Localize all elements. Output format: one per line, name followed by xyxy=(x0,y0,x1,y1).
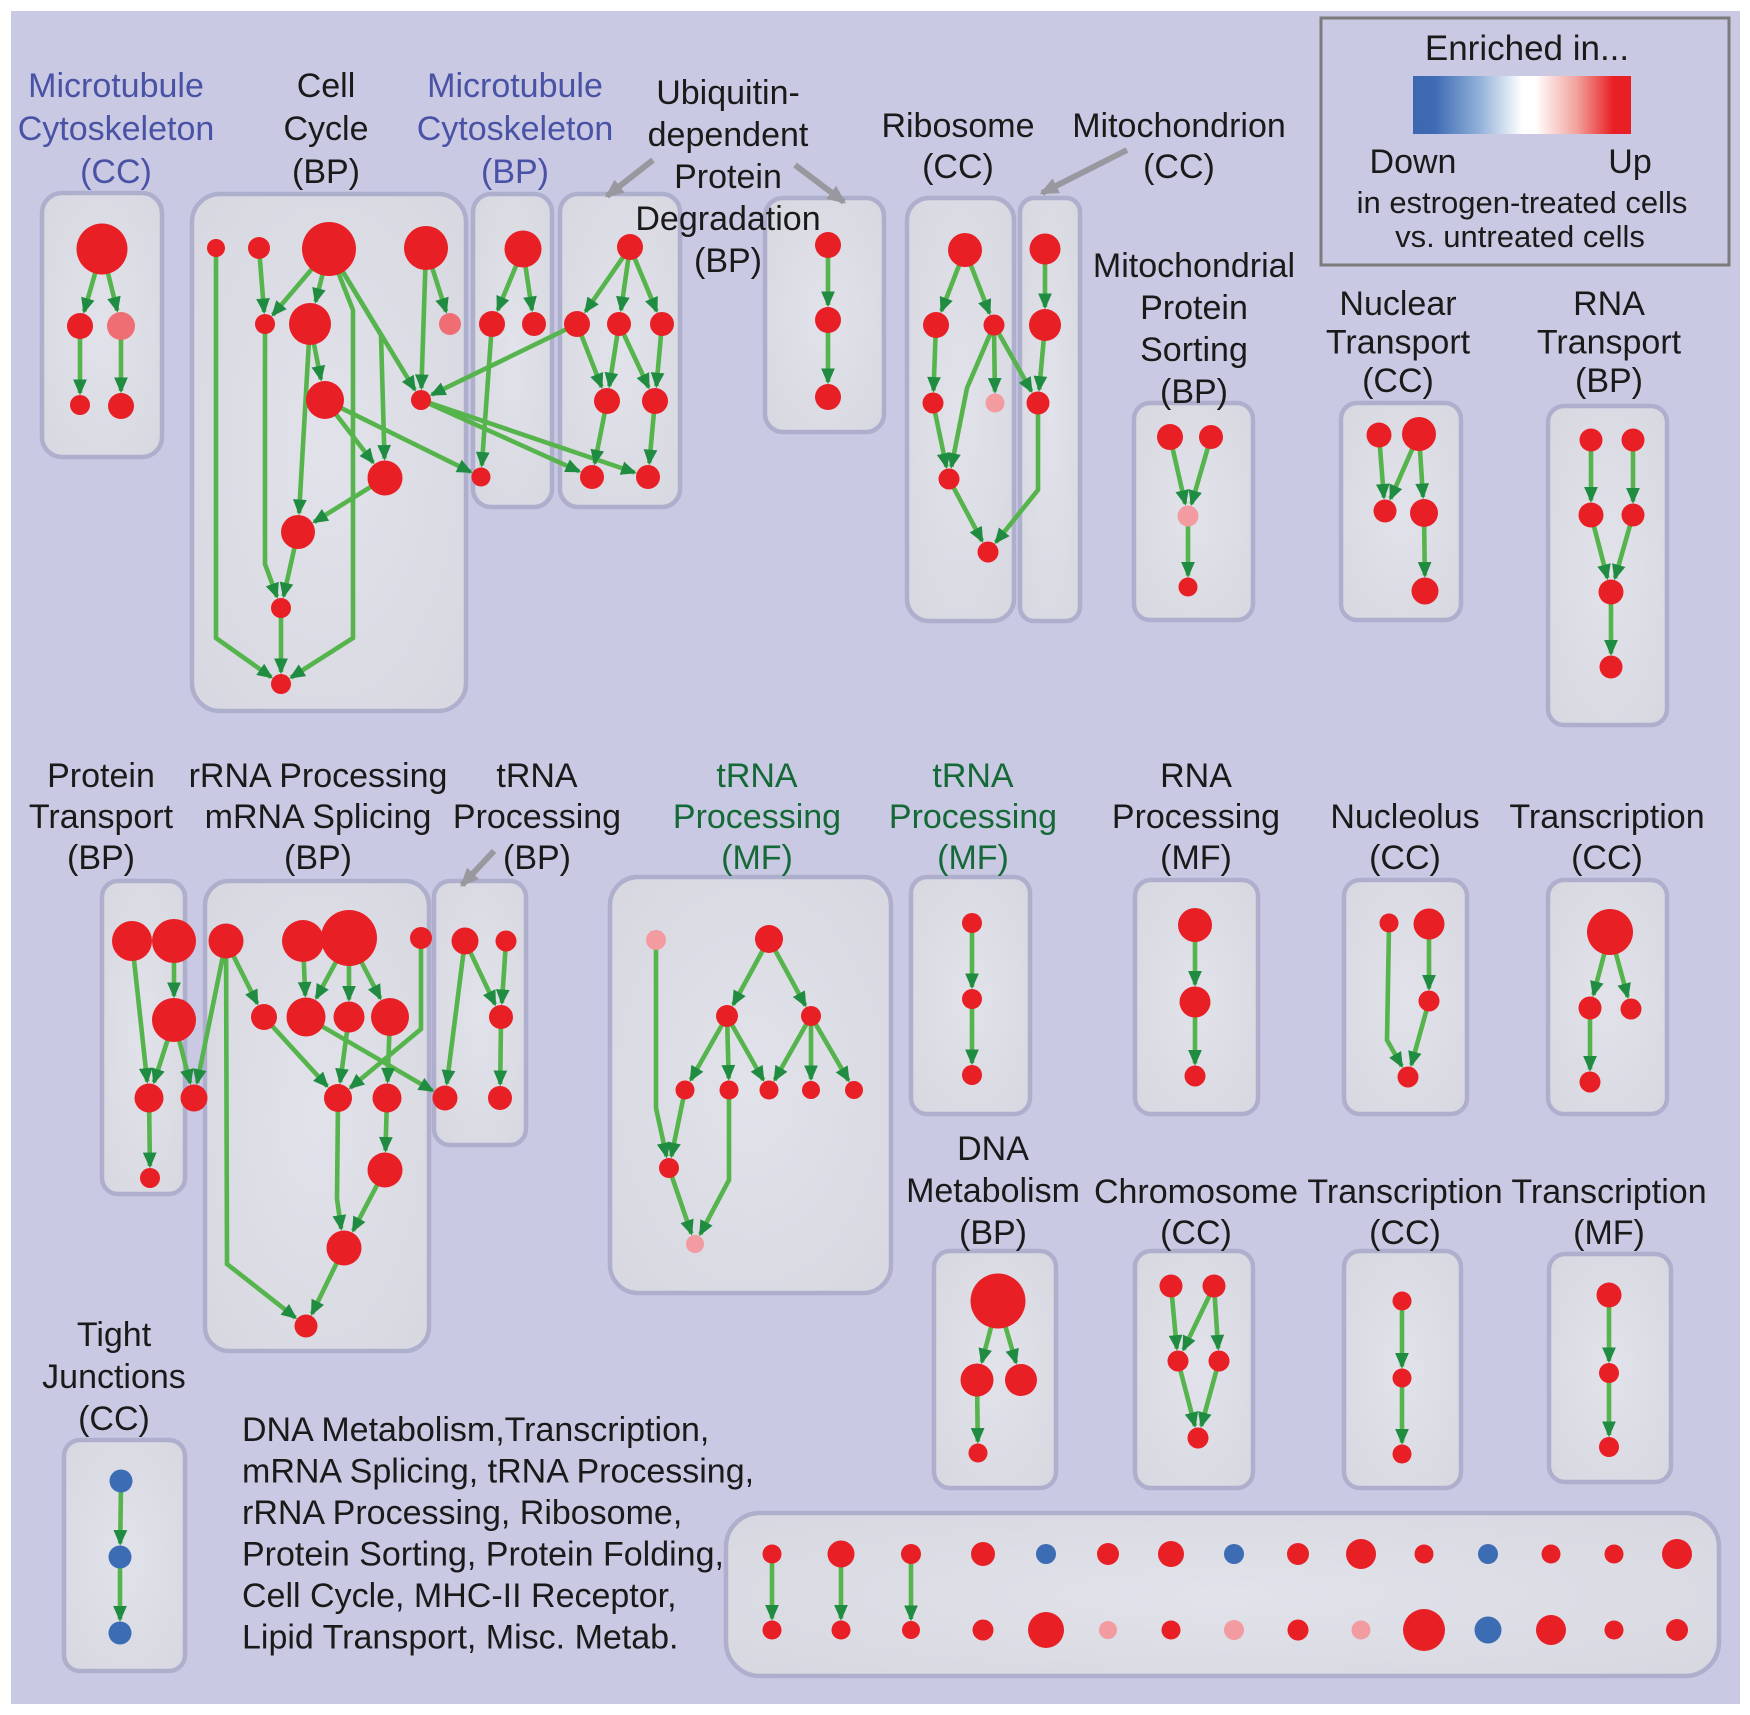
svg-text:DNA: DNA xyxy=(957,1130,1029,1168)
svg-text:mRNA Splicing: mRNA Splicing xyxy=(205,798,432,836)
svg-text:Chromosome: Chromosome xyxy=(1094,1173,1298,1211)
svg-text:rRNA Processing: rRNA Processing xyxy=(189,757,448,795)
svg-text:tRNA: tRNA xyxy=(496,757,578,795)
svg-text:(CC): (CC) xyxy=(80,153,152,191)
svg-text:Transport: Transport xyxy=(29,798,174,836)
svg-text:Cell: Cell xyxy=(297,67,356,105)
svg-text:Microtubule: Microtubule xyxy=(427,67,603,105)
svg-text:(CC): (CC) xyxy=(1143,148,1215,186)
svg-text:(CC): (CC) xyxy=(1369,839,1441,877)
svg-text:tRNA: tRNA xyxy=(932,757,1014,795)
svg-text:Transcription: Transcription xyxy=(1307,1173,1502,1211)
svg-text:(CC): (CC) xyxy=(1362,362,1434,400)
svg-text:RNA: RNA xyxy=(1160,757,1232,795)
svg-text:(BP): (BP) xyxy=(292,153,360,191)
svg-text:Ubiquitin-: Ubiquitin- xyxy=(656,74,800,112)
svg-text:Sorting: Sorting xyxy=(1140,331,1248,369)
svg-text:Processing: Processing xyxy=(673,798,841,836)
svg-text:Protein Sorting, Protein Foldi: Protein Sorting, Protein Folding, xyxy=(242,1536,724,1574)
svg-text:Metabolism: Metabolism xyxy=(906,1172,1080,1210)
svg-text:Mitochondrion: Mitochondrion xyxy=(1072,107,1286,145)
svg-text:Up: Up xyxy=(1608,143,1651,181)
svg-text:Protein: Protein xyxy=(47,757,155,795)
svg-text:(BP): (BP) xyxy=(1575,362,1643,400)
svg-text:vs. untreated cells: vs. untreated cells xyxy=(1395,219,1645,254)
svg-text:Mitochondrial: Mitochondrial xyxy=(1093,247,1295,285)
svg-text:Down: Down xyxy=(1370,143,1457,181)
svg-text:(BP): (BP) xyxy=(503,839,571,877)
svg-text:Processing: Processing xyxy=(1112,798,1280,836)
svg-text:(CC): (CC) xyxy=(922,148,994,186)
svg-text:(BP): (BP) xyxy=(959,1214,1027,1252)
svg-text:Tight: Tight xyxy=(77,1316,152,1354)
svg-text:dependent: dependent xyxy=(648,116,809,154)
svg-text:rRNA Processing, Ribosome,: rRNA Processing, Ribosome, xyxy=(242,1494,682,1532)
svg-text:Junctions: Junctions xyxy=(42,1358,186,1396)
svg-text:Lipid Transport, Misc. Metab.: Lipid Transport, Misc. Metab. xyxy=(242,1619,679,1657)
svg-text:tRNA: tRNA xyxy=(716,757,798,795)
svg-text:(BP): (BP) xyxy=(67,839,135,877)
svg-text:Protein: Protein xyxy=(674,158,782,196)
svg-text:Transport: Transport xyxy=(1326,324,1471,362)
svg-text:Enriched in...: Enriched in... xyxy=(1425,29,1629,68)
svg-text:in estrogen-treated cells: in estrogen-treated cells xyxy=(1357,185,1688,220)
svg-text:(BP): (BP) xyxy=(694,242,762,280)
svg-text:Microtubule: Microtubule xyxy=(28,67,204,105)
svg-text:Transcription: Transcription xyxy=(1509,798,1704,836)
svg-text:(MF): (MF) xyxy=(721,839,793,877)
svg-text:(CC): (CC) xyxy=(1571,839,1643,877)
svg-text:Nucleolus: Nucleolus xyxy=(1330,798,1479,836)
svg-text:(MF): (MF) xyxy=(937,839,1009,877)
svg-text:Protein: Protein xyxy=(1140,289,1248,327)
svg-text:RNA: RNA xyxy=(1573,285,1645,323)
svg-text:DNA Metabolism,Transcription,: DNA Metabolism,Transcription, xyxy=(242,1411,709,1449)
svg-text:(BP): (BP) xyxy=(284,839,352,877)
svg-text:(MF): (MF) xyxy=(1573,1214,1645,1252)
svg-text:(CC): (CC) xyxy=(1160,1214,1232,1252)
svg-text:Degradation: Degradation xyxy=(635,200,820,238)
svg-text:Transport: Transport xyxy=(1537,324,1682,362)
svg-text:(MF): (MF) xyxy=(1160,839,1232,877)
svg-text:Transcription: Transcription xyxy=(1511,1173,1706,1211)
svg-text:(BP): (BP) xyxy=(1160,373,1228,411)
svg-text:Cytoskeleton: Cytoskeleton xyxy=(417,110,614,148)
svg-text:(CC): (CC) xyxy=(78,1400,150,1438)
svg-text:Cycle: Cycle xyxy=(283,110,368,148)
svg-text:Cell Cycle, MHC-II Receptor,: Cell Cycle, MHC-II Receptor, xyxy=(242,1577,677,1615)
svg-text:Nuclear: Nuclear xyxy=(1339,285,1456,323)
svg-text:Cytoskeleton: Cytoskeleton xyxy=(18,110,215,148)
svg-text:(CC): (CC) xyxy=(1369,1214,1441,1252)
svg-text:Processing: Processing xyxy=(889,798,1057,836)
svg-text:Processing: Processing xyxy=(453,798,621,836)
svg-text:(BP): (BP) xyxy=(481,153,549,191)
svg-text:mRNA Splicing, tRNA Processing: mRNA Splicing, tRNA Processing, xyxy=(242,1453,754,1491)
svg-text:Ribosome: Ribosome xyxy=(881,107,1034,145)
